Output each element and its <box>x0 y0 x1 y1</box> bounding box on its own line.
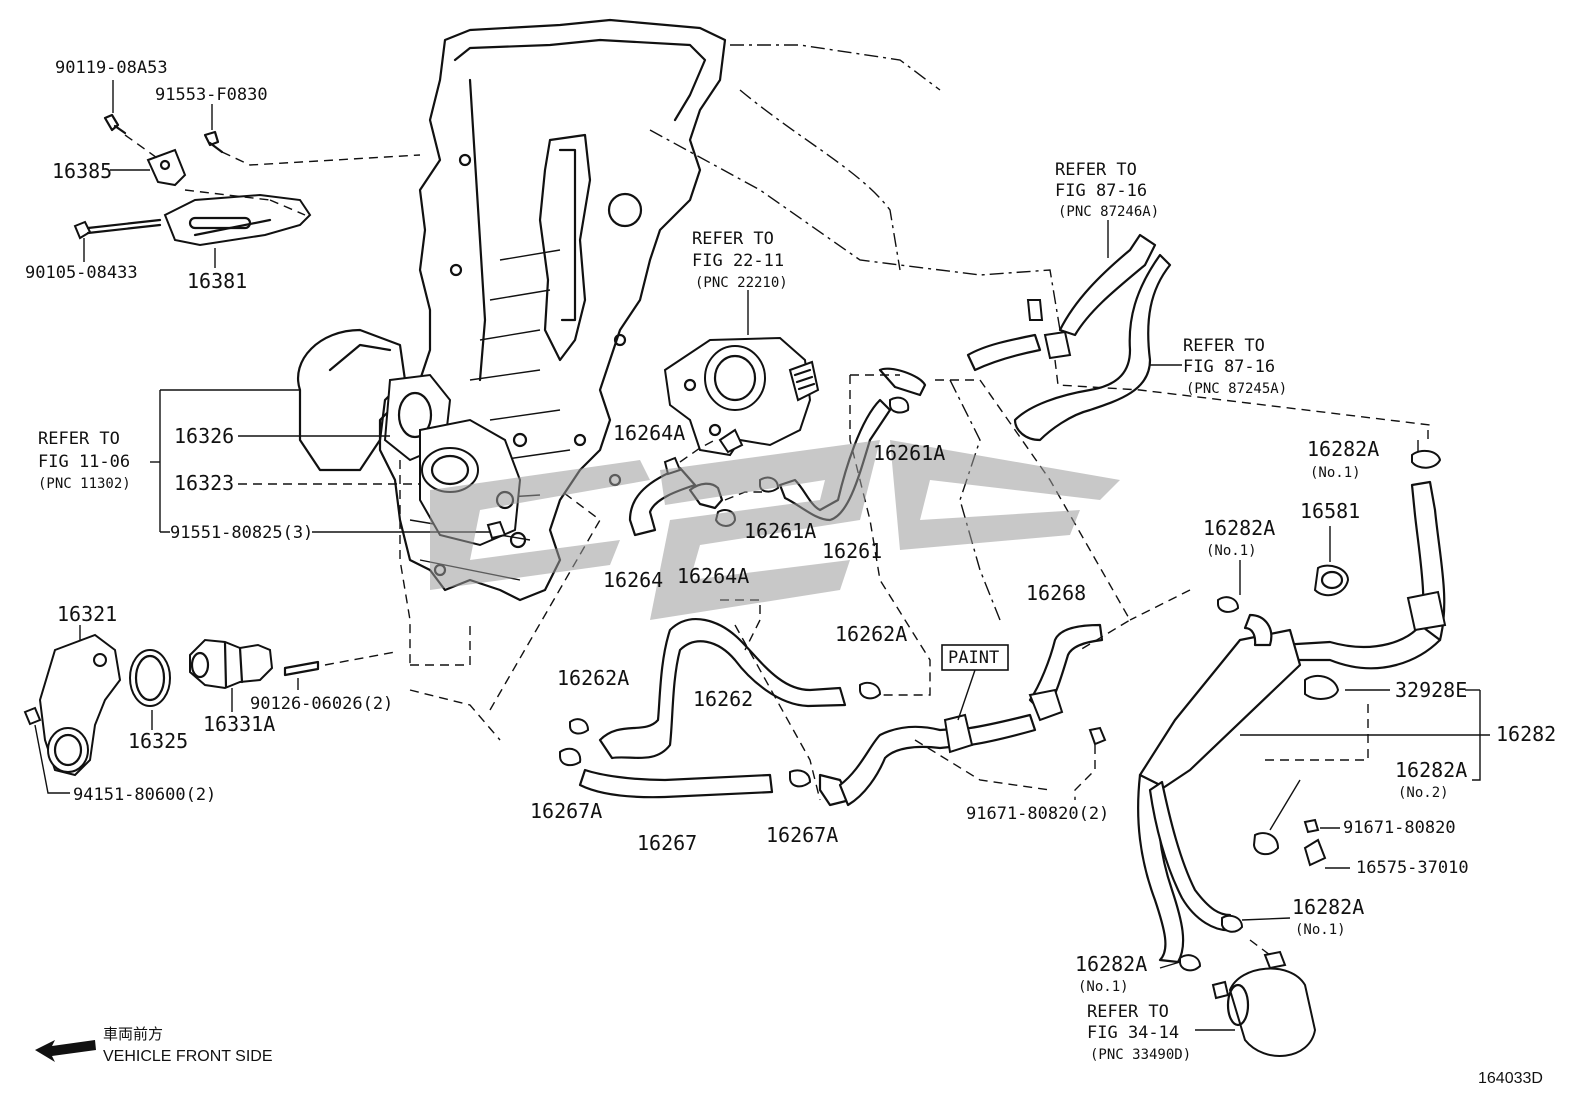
label-16262: 16262 <box>693 687 753 711</box>
label-16575: 16575-37010 <box>1356 858 1469 878</box>
label-16282A-5-sub: (No.1) <box>1078 979 1129 995</box>
refer-34-line1: REFER TO <box>1087 1002 1169 1022</box>
label-16261A-a: 16261A <box>873 441 945 465</box>
label-90119: 90119-08A53 <box>55 58 168 78</box>
label-16581: 16581 <box>1300 499 1360 523</box>
refer-22-line3: (PNC 22210) <box>695 275 788 291</box>
label-16282A-3-sub: (No.2) <box>1398 785 1449 801</box>
refer-34-line2: FIG 34-14 <box>1087 1023 1179 1043</box>
front-label-en: VEHICLE FRONT SIDE <box>103 1048 273 1065</box>
label-16264: 16264 <box>603 568 663 592</box>
refer-11-line2: FIG 11-06 <box>38 452 130 472</box>
label-90126: 90126-06026(2) <box>250 694 393 714</box>
label-16282A-3: 16282A <box>1395 758 1467 782</box>
label-16282A-1: 16282A <box>1307 437 1379 461</box>
label-16268: 16268 <box>1026 581 1086 605</box>
refer-34-line3: (PNC 33490D) <box>1090 1047 1191 1063</box>
label-91671-b: 91671-80820 <box>1343 818 1456 838</box>
coolant-hose-16268 <box>838 374 1131 807</box>
label-16264A-b: 16264A <box>677 564 749 588</box>
label-16331A: 16331A <box>203 712 275 736</box>
refer-87a-line3: (PNC 87246A) <box>1058 204 1159 220</box>
paint-label: PAINT <box>948 648 999 668</box>
refer-87b-line3: (PNC 87245A) <box>1186 381 1287 397</box>
cover-dashed-lines <box>399 44 1061 741</box>
refer-87b-line2: FIG 87-16 <box>1183 357 1275 377</box>
paint-label-box <box>941 644 1009 721</box>
front-label-jp: 車両前方 <box>103 1025 163 1043</box>
label-16264A-a: 16264A <box>613 421 685 445</box>
refer-87a-line1: REFER TO <box>1055 160 1137 180</box>
label-90105: 90105-08433 <box>25 263 138 283</box>
oil-cooler <box>1195 939 1317 1057</box>
label-16323: 16323 <box>174 471 234 495</box>
label-16261A-b: 16261A <box>744 519 816 543</box>
arrow-left-icon <box>35 1040 96 1062</box>
label-16267A-a: 16267A <box>530 799 602 823</box>
label-91551: 91551-80825(3) <box>170 523 313 543</box>
watermark-logo <box>430 440 1120 620</box>
label-16282A-2: 16282A <box>1203 516 1275 540</box>
refer-22-line1: REFER TO <box>692 229 774 249</box>
heater-hoses <box>966 220 1431 442</box>
bracket-assembly <box>73 80 421 268</box>
label-16385: 16385 <box>52 159 112 183</box>
label-16262A-b: 16262A <box>835 622 907 646</box>
label-16282A-2-sub: (No.1) <box>1206 543 1257 559</box>
label-16282A-5: 16282A <box>1075 952 1147 976</box>
label-32928E: 32928E <box>1395 678 1467 702</box>
label-16267A-b: 16267A <box>766 823 838 847</box>
label-94151: 94151-80600(2) <box>73 785 216 805</box>
left-callouts <box>150 389 507 540</box>
label-16381: 16381 <box>187 269 247 293</box>
refer-11-line1: REFER TO <box>38 429 120 449</box>
part-labels: 90119-08A53 91553-F0830 16385 90105-0843… <box>25 58 1556 1087</box>
hose-assembly-16282 <box>1129 430 1490 972</box>
refer-22-line2: FIG 22-11 <box>692 251 784 271</box>
throttle-body <box>663 290 820 457</box>
refer-87b-line1: REFER TO <box>1183 336 1265 356</box>
label-16325: 16325 <box>128 729 188 753</box>
label-16261: 16261 <box>822 539 882 563</box>
label-91671-a: 91671-80820(2) <box>966 804 1109 824</box>
label-16321: 16321 <box>57 602 117 626</box>
label-16282A-1-sub: (No.1) <box>1310 465 1361 481</box>
label-91553: 91553-F0830 <box>155 85 268 105</box>
label-16326: 16326 <box>174 424 234 448</box>
label-16267: 16267 <box>637 831 697 855</box>
thermostat-parts <box>23 625 396 794</box>
refer-87a-line2: FIG 87-16 <box>1055 181 1147 201</box>
label-16282A-4-sub: (No.1) <box>1295 922 1346 938</box>
refer-11-line3: (PNC 11302) <box>38 476 131 492</box>
label-16262A-a: 16262A <box>557 666 629 690</box>
label-16282A-4: 16282A <box>1292 895 1364 919</box>
label-16282: 16282 <box>1496 722 1556 746</box>
figure-code: 164033D <box>1478 1070 1543 1087</box>
